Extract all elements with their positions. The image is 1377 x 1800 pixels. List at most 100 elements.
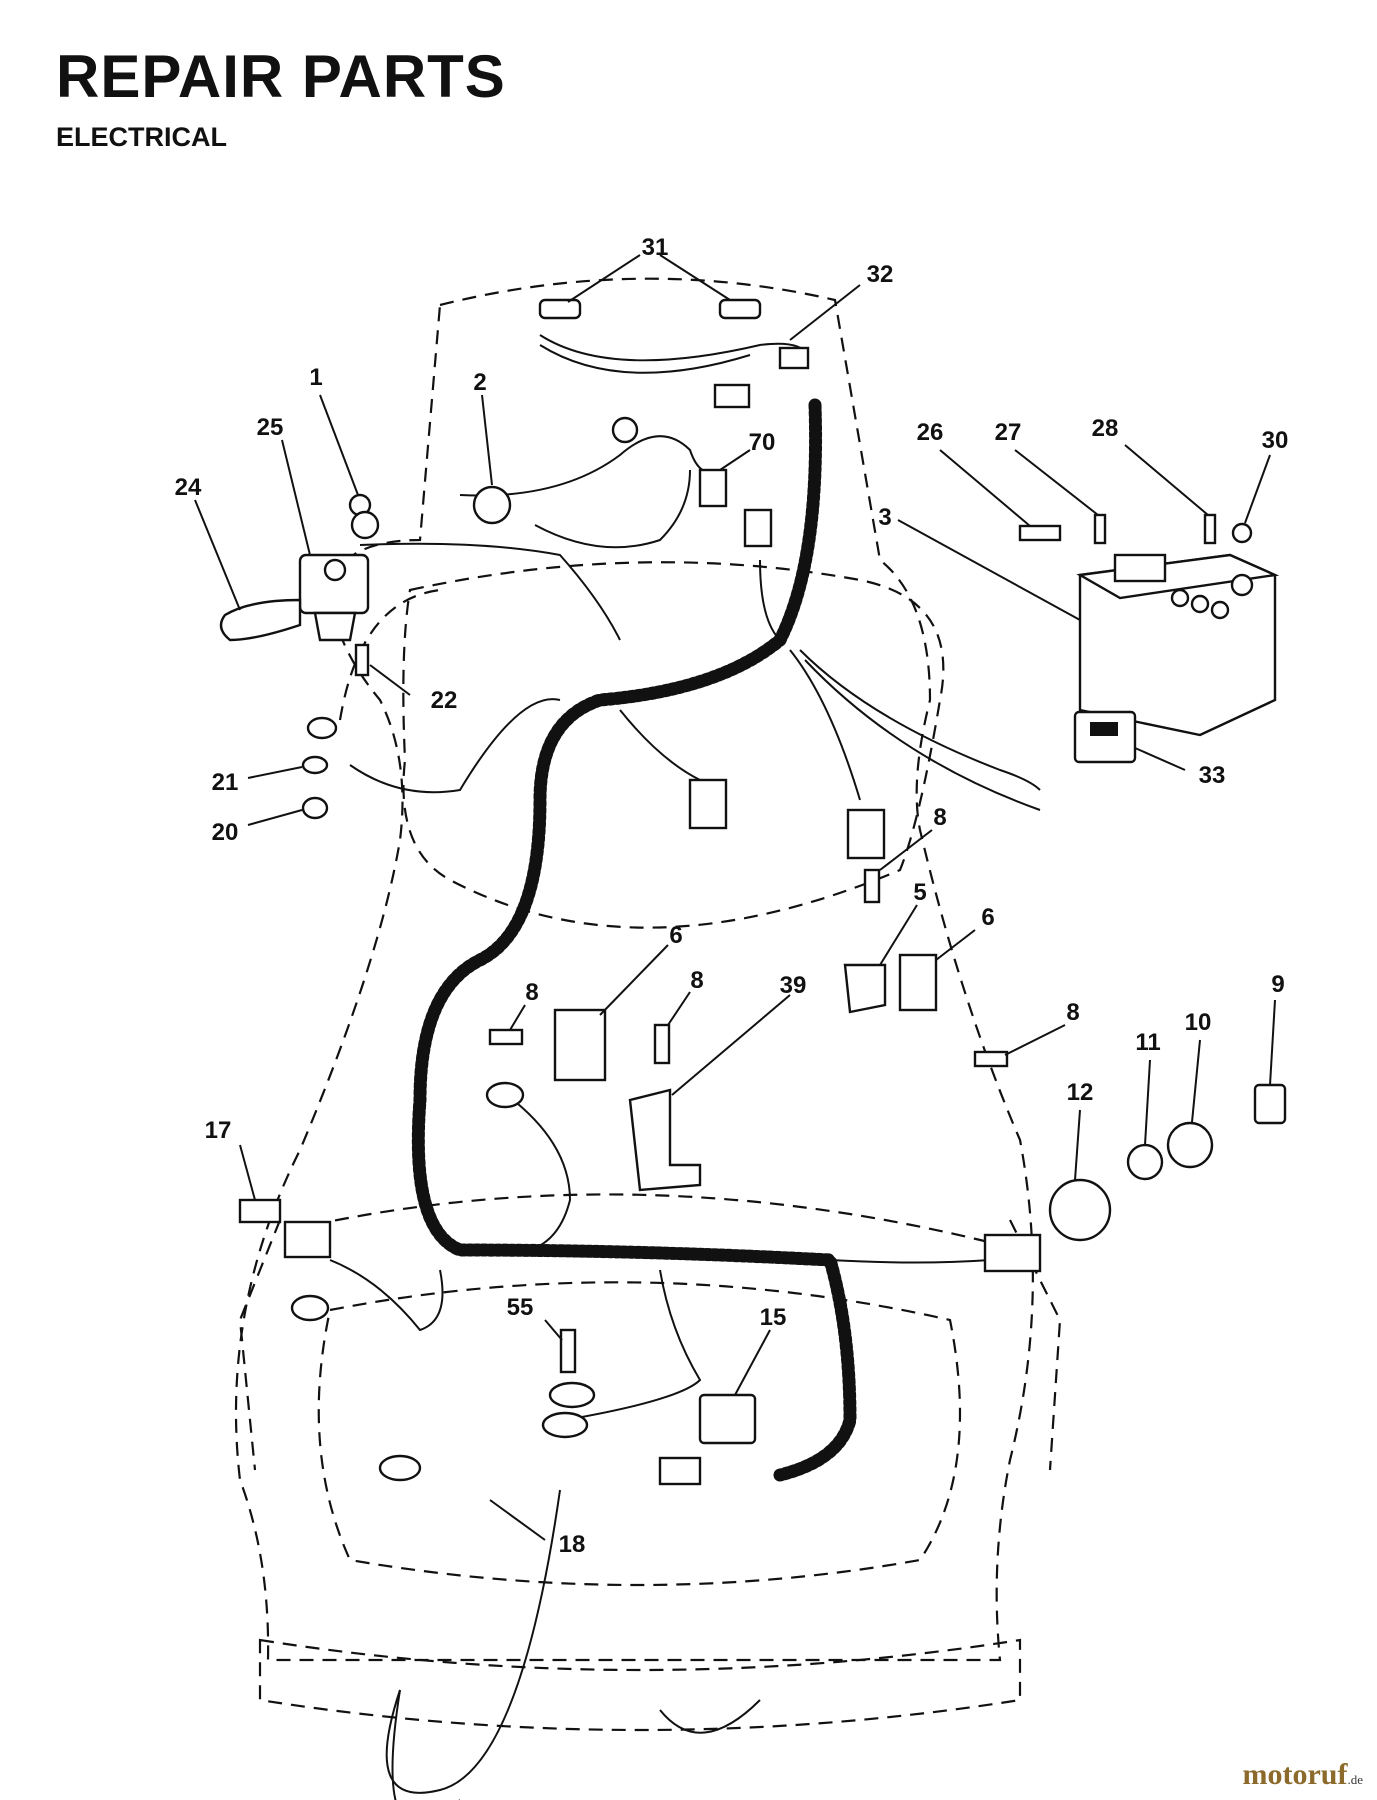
plug-top — [713, 383, 751, 409]
nut-30 — [1231, 522, 1253, 544]
callout-9: 9 — [1271, 971, 1284, 998]
bracket-5 — [843, 963, 887, 1014]
bumper-outline — [258, 1638, 1022, 1732]
callout-20: 20 — [212, 819, 239, 846]
bolt-22 — [354, 643, 370, 677]
bolt-8-right — [973, 1050, 1009, 1068]
tractor-outline — [234, 277, 1062, 1732]
callout-17: 17 — [205, 1117, 232, 1144]
leader-12 — [1074, 1109, 1081, 1181]
bolt-8-top — [863, 868, 881, 904]
leader-9 — [1269, 999, 1276, 1086]
callout-22: 22 — [431, 687, 458, 714]
harness-branch-f — [804, 659, 1041, 811]
callout-8-mid: 8 — [690, 967, 703, 994]
watermark-brand: motoruf — [1242, 1758, 1348, 1791]
bracket-39 — [628, 1088, 702, 1192]
leader-22 — [369, 664, 411, 696]
nut-20 — [301, 796, 329, 820]
callout-2: 2 — [473, 369, 486, 396]
fuse-17 — [238, 1198, 282, 1224]
strap-28 — [1203, 513, 1217, 545]
switch-33 — [1073, 710, 1137, 764]
seat-switch-plug — [658, 1456, 702, 1486]
ground-terminal-mid — [485, 1081, 525, 1109]
solenoid-base — [313, 611, 357, 642]
connector-70 — [698, 468, 728, 508]
page-subtitle: ELECTRICAL — [56, 122, 227, 152]
bolt-26 — [1018, 524, 1062, 542]
callout-27: 27 — [995, 419, 1022, 446]
front-grille-outline — [317, 1281, 962, 1587]
bolt-8-mid — [653, 1023, 671, 1065]
harness-branch-g — [619, 709, 701, 781]
switch-33-rocker — [1090, 722, 1118, 736]
ground-ring-18b — [378, 1454, 422, 1482]
battery-cell-2 — [1190, 594, 1210, 614]
ground-terminal-left — [290, 1294, 330, 1322]
fuse-wire — [329, 1259, 444, 1332]
harness-branch-d — [789, 649, 861, 801]
leader-25 — [281, 439, 311, 556]
leader-5 — [879, 904, 918, 966]
callout-10: 10 — [1185, 1009, 1212, 1036]
callout-55: 55 — [507, 1294, 534, 1321]
page-title: REPAIR PARTS — [56, 43, 506, 110]
leader-32 — [789, 284, 861, 341]
left-fender-outline — [238, 1219, 282, 1471]
callout-39: 39 — [780, 972, 807, 999]
ground-wire-2 — [459, 435, 721, 497]
battery-post — [1230, 573, 1254, 597]
key-9 — [1253, 1083, 1287, 1125]
headlight-wire — [539, 334, 809, 362]
coiled-harness-wrap — [411, 398, 857, 1482]
callout-6-right: 6 — [981, 904, 994, 931]
leader-6b — [599, 944, 669, 1016]
leader-27 — [1014, 449, 1099, 516]
callout-24: 24 — [175, 474, 202, 501]
leader-6a — [935, 929, 976, 961]
ground-ring-55 — [548, 1381, 596, 1409]
callout-3: 3 — [878, 504, 891, 531]
leader-10 — [1191, 1039, 1201, 1123]
seat-switch-wire — [659, 1699, 761, 1734]
ground-wire-18b — [564, 1269, 702, 1421]
headlight-wire-b — [539, 344, 751, 374]
leader-20 — [247, 809, 303, 826]
coiled-harness — [411, 398, 857, 1482]
battery-cell-1 — [1170, 588, 1190, 608]
leader-8a — [879, 829, 933, 871]
ground-ring-18 — [541, 1411, 589, 1439]
seat-outline — [402, 561, 945, 929]
callout-8-right: 8 — [1066, 999, 1079, 1026]
seat-switch-15 — [698, 1393, 757, 1445]
wiring — [329, 334, 1041, 1800]
leader-lines — [194, 254, 1276, 1541]
washer-21 — [301, 755, 329, 775]
callout-8-left: 8 — [525, 979, 538, 1006]
solenoid-post — [323, 558, 347, 582]
leader-33 — [1134, 747, 1186, 771]
callout-5: 5 — [913, 879, 926, 906]
harness-branch-e — [799, 649, 1041, 791]
leader-30 — [1244, 454, 1271, 524]
headlight-right — [718, 298, 762, 320]
ground-terminal-2 — [472, 485, 512, 525]
bezel-10 — [1166, 1121, 1214, 1169]
ring-terminal-lower — [306, 716, 338, 740]
leader-31b — [659, 254, 731, 301]
terminal-boot-24 — [219, 598, 302, 642]
watermark: motoruf.de — [1242, 1758, 1363, 1792]
leader-21 — [247, 766, 303, 779]
leader-1 — [319, 394, 359, 496]
nut-11 — [1126, 1143, 1164, 1181]
callout-33: 33 — [1199, 762, 1226, 789]
connector-seat-right — [846, 808, 886, 860]
leader-24 — [194, 499, 241, 611]
harness-branch-c — [759, 559, 781, 641]
headlight-connector — [778, 346, 810, 370]
battery-cell-3 — [1210, 600, 1230, 620]
leader-28 — [1124, 444, 1209, 516]
callout-25: 25 — [257, 414, 284, 441]
